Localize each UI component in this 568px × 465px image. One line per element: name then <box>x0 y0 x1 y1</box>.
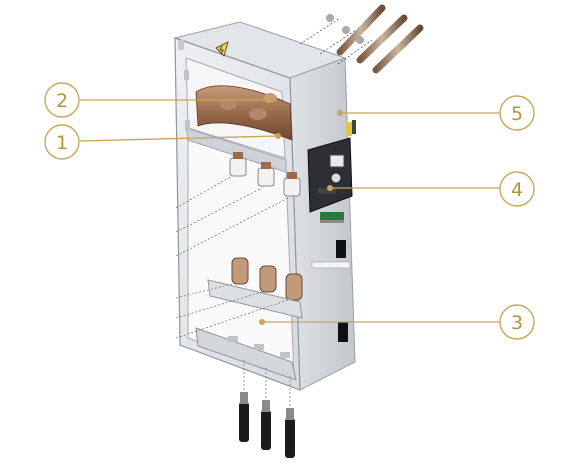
brand-logo-icon <box>320 212 344 223</box>
callout-2-label: 2 <box>56 90 68 112</box>
callout-1-label: 1 <box>56 132 68 154</box>
side-vent-lower <box>338 322 348 342</box>
callout-4-label: 4 <box>511 179 523 201</box>
floor-plate <box>195 327 297 381</box>
cable-terminations <box>195 257 303 381</box>
rod-nut <box>342 26 350 34</box>
callout-leaders <box>79 99 500 323</box>
operating-mechanism <box>307 120 356 213</box>
cable-tray <box>207 279 303 319</box>
busbar-joint <box>249 108 267 120</box>
callout-4: 4 <box>499 171 535 207</box>
leader-dot <box>275 133 281 139</box>
mechanism-knob <box>330 172 342 184</box>
cabinet-corner-tab <box>178 40 184 50</box>
rod-nut <box>326 14 334 22</box>
side-stripe <box>311 261 351 269</box>
left-bracket <box>184 70 189 80</box>
leader-dot <box>259 319 265 325</box>
callout-2: 2 <box>44 82 80 118</box>
busbar-rods <box>299 4 424 74</box>
indicator-strip <box>346 122 352 136</box>
guide-lines <box>175 175 291 412</box>
callout-3: 3 <box>499 304 535 340</box>
power-cables <box>239 392 295 458</box>
upper-insulators <box>229 152 301 197</box>
leader-dot <box>265 97 271 103</box>
indicator-strip <box>352 120 356 134</box>
mechanism-window <box>329 154 345 168</box>
leader-dot <box>327 185 333 191</box>
callout-3-label: 3 <box>511 312 523 334</box>
callout-1: 1 <box>44 124 80 160</box>
front-divider <box>185 127 287 173</box>
left-bracket <box>185 120 190 130</box>
callout-5-label: 5 <box>511 103 523 125</box>
rod-nut <box>356 36 364 44</box>
side-vent-upper <box>336 240 346 258</box>
lightning-warning-icon <box>215 41 229 57</box>
callout-5: 5 <box>499 95 535 131</box>
leader-dot <box>337 110 343 116</box>
busbar-joint <box>219 98 237 110</box>
